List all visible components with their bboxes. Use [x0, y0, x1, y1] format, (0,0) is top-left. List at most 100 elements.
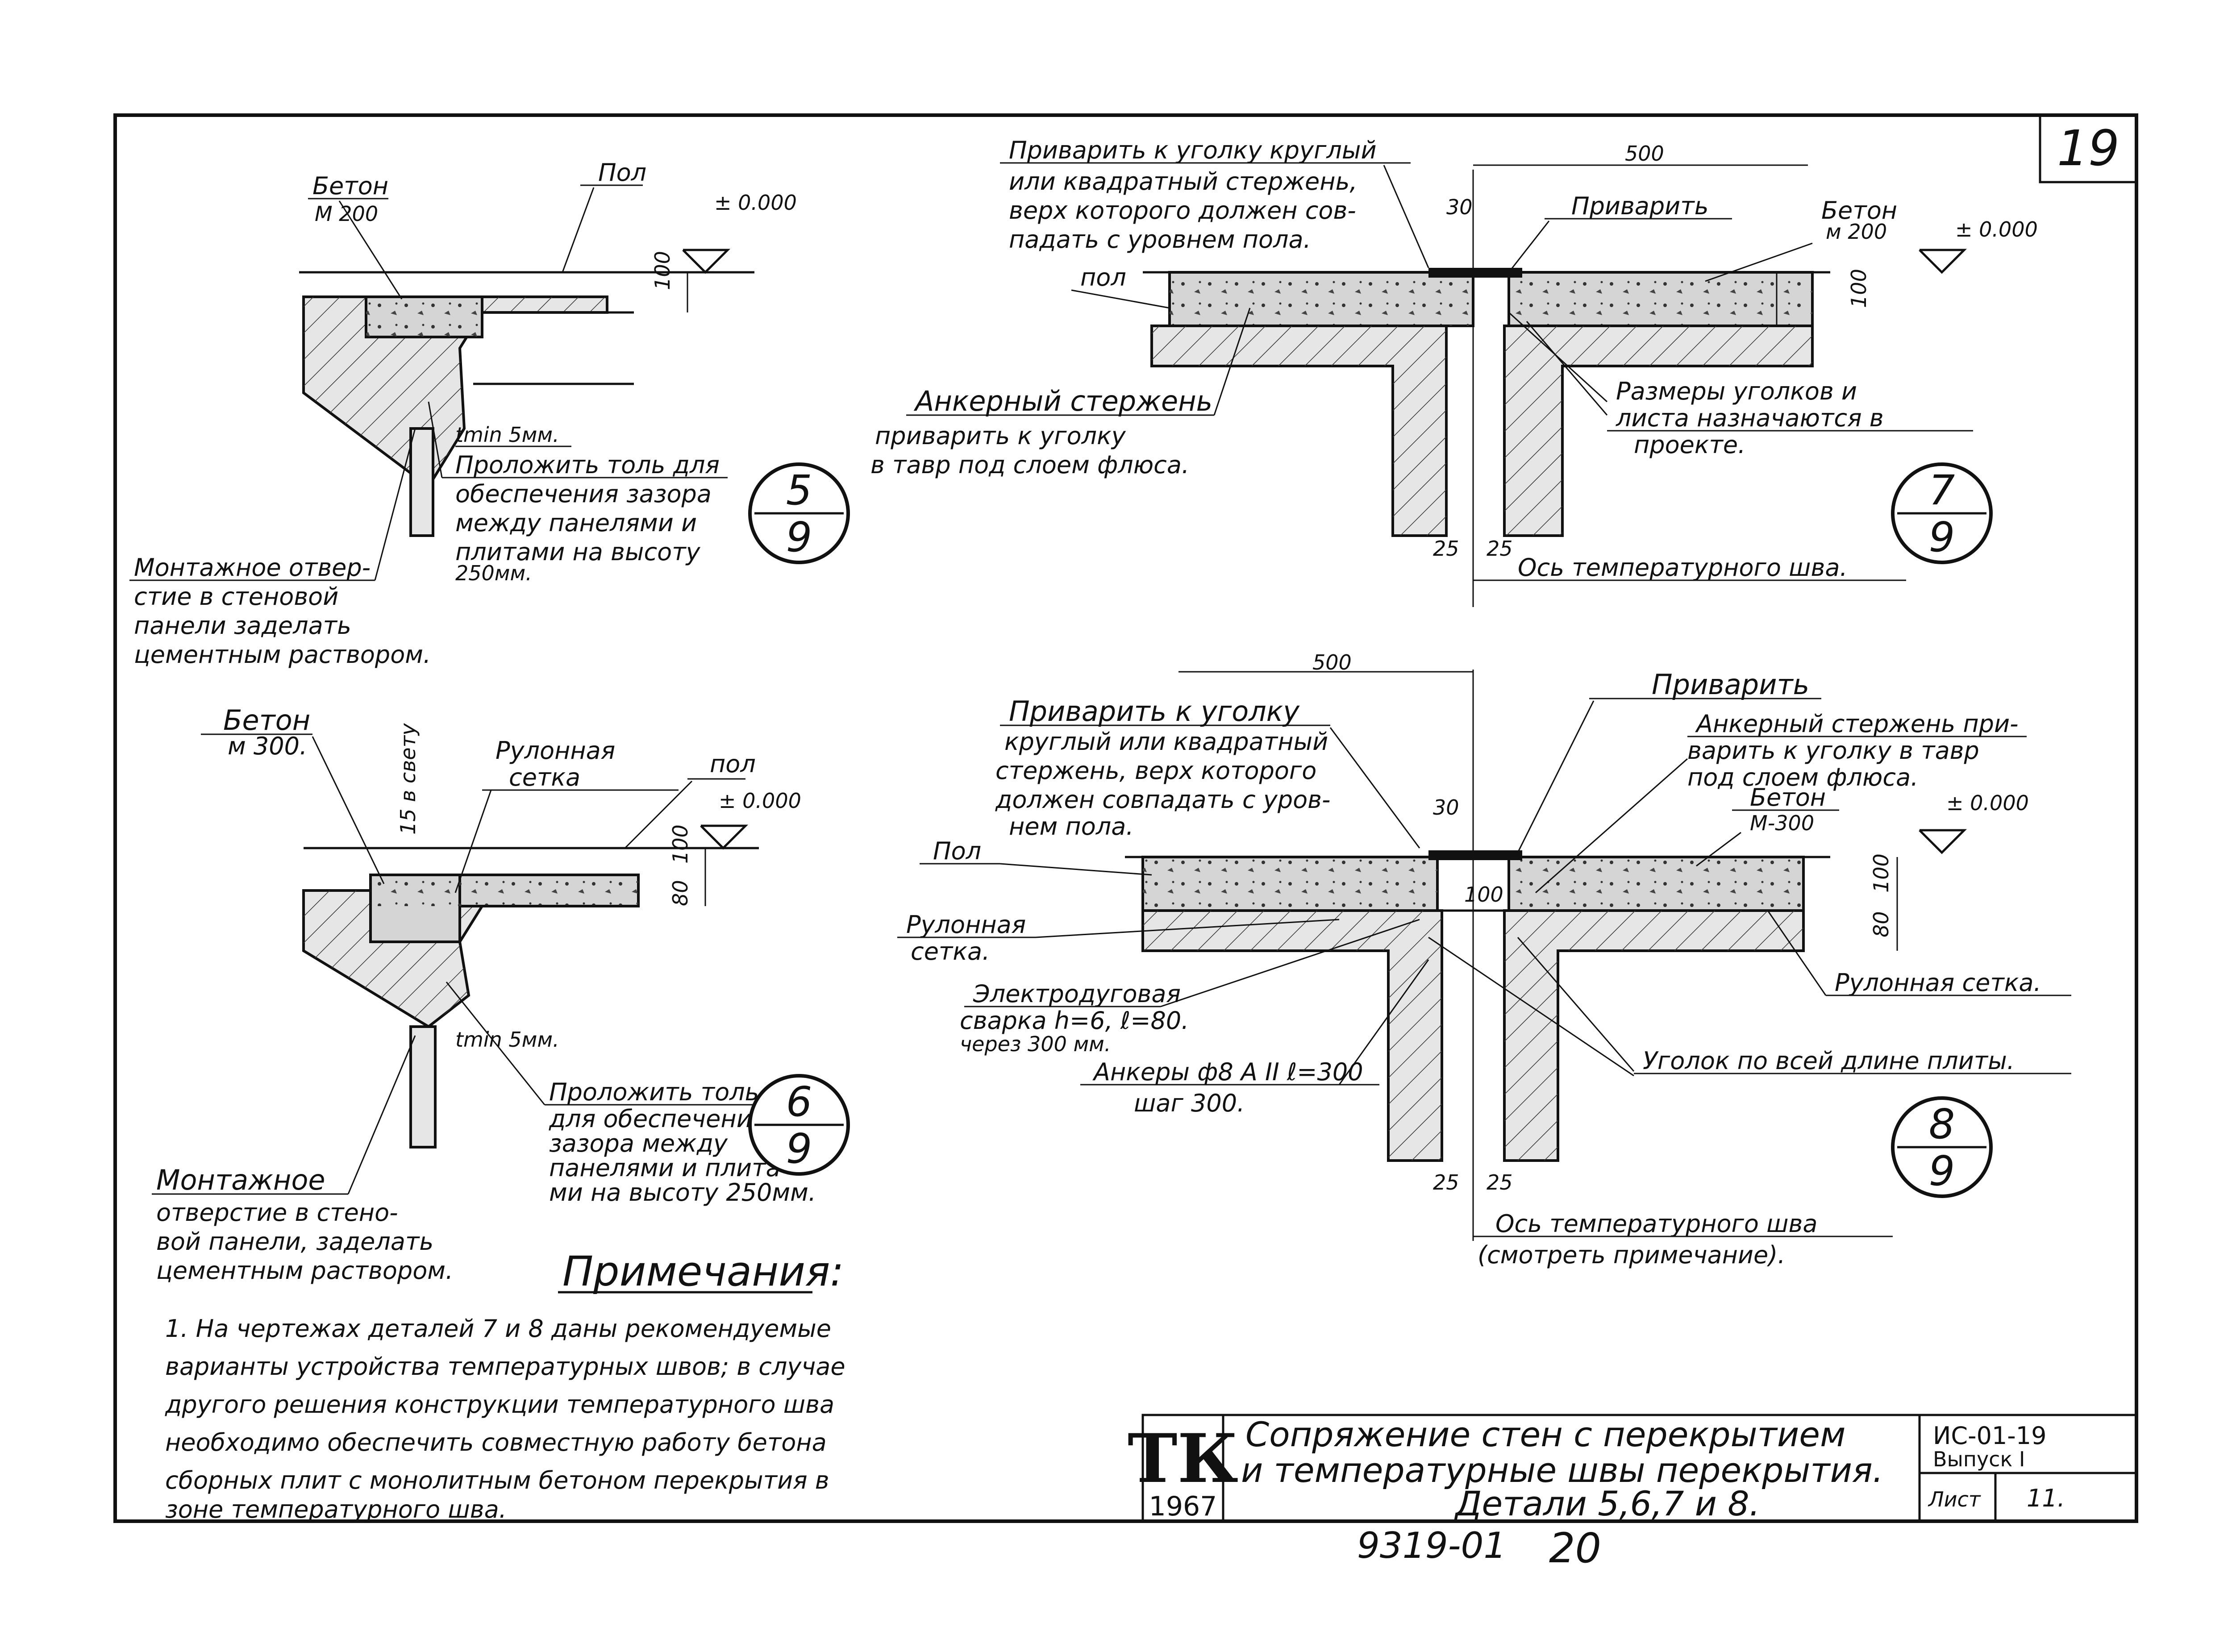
- clear-label: 15 в свету: [396, 723, 420, 835]
- mesh-left-label: Рулонная: [906, 911, 1026, 939]
- note-line: необходимо обеспечить совместную работу …: [165, 1428, 827, 1456]
- note-line: зазора между: [549, 1129, 728, 1157]
- concrete-label: Бетон: [1821, 196, 1897, 225]
- level-mark: [1919, 249, 1967, 274]
- detail-6: Бетон м 300. 15 в свету Рулонная сетка п…: [152, 704, 850, 1285]
- slab-right-hatch: [1504, 326, 1812, 536]
- floor-label: пол: [710, 750, 756, 778]
- dim-80: 80: [668, 880, 692, 906]
- mesh-right-leader: [1767, 910, 1827, 996]
- dim-500: 500: [1625, 141, 1664, 166]
- wall-below: [409, 427, 434, 537]
- weld-label: Приварить: [1571, 192, 1709, 220]
- detail-5: Бетон М 200 Пол ± 0.000 100 tmin 5мм. Пр…: [129, 158, 850, 669]
- marker-top: 8: [1929, 1100, 1955, 1148]
- floor-leader: [624, 780, 693, 849]
- weld-rod-note: Приварить к уголку круглый или квадратны…: [1000, 136, 1411, 254]
- opening-line: панели заделать: [134, 612, 351, 640]
- concrete-grade: М-300: [1750, 811, 1814, 835]
- title-block: ТК 1967 Сопряжение стен с перекрытием и …: [1128, 1414, 2138, 1523]
- marker-bottom: 9: [786, 513, 812, 561]
- topping-left-texture: [1143, 857, 1437, 911]
- opening-leader: [374, 428, 416, 581]
- marker-bottom: 9: [1929, 1147, 1955, 1195]
- floor-leader: [562, 187, 595, 273]
- note-line: стержень, верх которого: [995, 757, 1316, 785]
- mesh-leader: [454, 790, 492, 893]
- angle-leader: [1517, 937, 1635, 1072]
- marker-top: 6: [786, 1078, 812, 1126]
- opening-line: Монтажное: [156, 1164, 325, 1196]
- concrete-leader: [1696, 832, 1741, 867]
- sheet-frame: [113, 113, 2138, 1523]
- note-line: Анкеры ф8 А II ℓ=300: [1092, 1058, 1363, 1086]
- weld-rod-leader: [1329, 727, 1420, 849]
- wall-panel-hatch: [304, 890, 634, 1027]
- dim-100b: 100: [1869, 853, 1893, 893]
- note-line: приварить к уголку: [875, 422, 1126, 450]
- detail-7: Приварить к уголку круглый или квадратны…: [870, 136, 2038, 607]
- tol-leader: [428, 401, 443, 478]
- note-line: плитами на высоту: [455, 538, 701, 566]
- note-line: другого решения конструкции температурно…: [165, 1390, 834, 1419]
- dim-25a: 25: [1433, 537, 1459, 561]
- concrete-label: Бетон: [312, 172, 388, 200]
- concrete-label: Бетон: [1750, 783, 1826, 811]
- concrete-leader: [338, 200, 403, 300]
- floor-label: Пол: [598, 158, 646, 187]
- mesh-left-label: сетка.: [911, 937, 990, 965]
- weld-leader: [1517, 700, 1595, 853]
- sheet-number-box: [2039, 114, 2138, 183]
- sheet-number: 19: [2057, 120, 2120, 177]
- anchors-leader: [1338, 959, 1429, 1085]
- dim-500: 500: [1312, 650, 1352, 674]
- weld-rod-leader: [1383, 165, 1429, 268]
- stamp-logo: ТК: [1128, 1419, 1238, 1498]
- opening-line: Монтажное отвер-: [134, 553, 371, 582]
- marker-bottom: 9: [1929, 513, 1955, 561]
- floor-label: пол: [1080, 263, 1126, 291]
- detail-8: 500 Приварить к уголку круглый или квадр…: [897, 650, 2071, 1269]
- tmin-label: tmin 5мм.: [455, 1028, 559, 1052]
- opening-leader: [347, 1035, 416, 1194]
- anchor-note: Анкерный стержень при- варить к уголку в…: [1687, 710, 2027, 791]
- axis-label: Ось температурного шва: [1495, 1210, 1817, 1238]
- note-line: через 300 мм.: [960, 1032, 1111, 1056]
- dim-100: 100: [668, 824, 692, 864]
- notes-block: Примечания: 1. На чертежах деталей 7 и 8…: [165, 1248, 845, 1523]
- axis-label: (смотреть примечание).: [1478, 1241, 1785, 1269]
- stamp-year: 1967: [1149, 1491, 1217, 1522]
- note-line: листа назначаются в: [1616, 404, 1884, 432]
- opening-line: цементным раствором.: [134, 641, 431, 669]
- anchors-note: Анкеры ф8 А II ℓ=300 шаг 300.: [1080, 1058, 1379, 1117]
- mesh-left-leader: [1035, 919, 1340, 938]
- note-line: сварка h=6, ℓ=80.: [960, 1007, 1189, 1035]
- note-line: 250мм.: [455, 561, 532, 585]
- tmin-label: tmin 5мм.: [455, 423, 559, 447]
- level-label: ± 0.000: [719, 789, 801, 813]
- dim-30: 30: [1433, 795, 1459, 820]
- arc-weld-leader: [1160, 919, 1420, 1007]
- note-line: шаг 300.: [1134, 1089, 1245, 1117]
- detail-marker-6: 6 9: [748, 1074, 850, 1176]
- list-label: Лист: [1928, 1487, 1981, 1511]
- opening-line: цементным раствором.: [156, 1257, 453, 1285]
- mesh-right-label: Рулонная сетка.: [1835, 969, 2041, 997]
- note-line: для обеспечения: [549, 1105, 766, 1133]
- dim-100: 100: [1847, 269, 1871, 308]
- dim-25b: 25: [1487, 1170, 1513, 1194]
- slab-left-hatch: [1143, 911, 1442, 1161]
- dim-25a: 25: [1433, 1170, 1459, 1194]
- detail-marker-8: 8 9: [1891, 1096, 1993, 1198]
- note-line: под слоем флюса.: [1687, 763, 1918, 791]
- anchor-leader: [1535, 758, 1688, 894]
- dim-100a: 100: [1464, 882, 1503, 907]
- anchor-leader: [1213, 308, 1251, 416]
- note-line: между панелями и: [455, 509, 697, 537]
- marker-top: 5: [786, 466, 812, 514]
- title-line: Сопряжение стен с перекрытием: [1245, 1415, 1845, 1454]
- detail-marker-5: 5 9: [748, 462, 850, 564]
- note-line: Размеры уголков и: [1616, 377, 1857, 405]
- marker-bottom: 9: [786, 1125, 812, 1173]
